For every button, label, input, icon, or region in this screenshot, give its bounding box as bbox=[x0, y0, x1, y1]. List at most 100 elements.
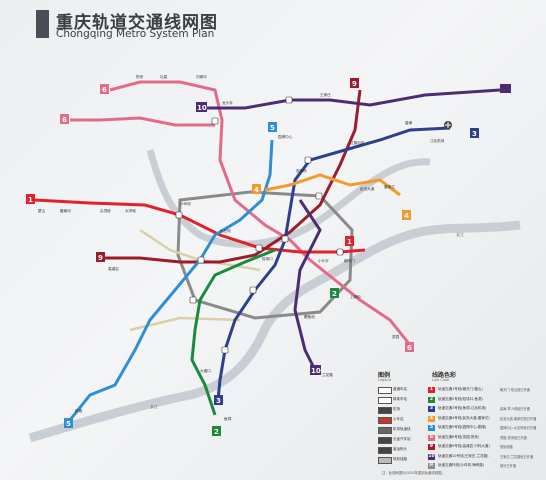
line-1-badge bbox=[26, 194, 35, 204]
svg-text:9: 9 bbox=[352, 80, 357, 88]
legend-line-name: 轨道交通6号线(茶园-悦来) bbox=[438, 434, 480, 439]
line-1[interactable] bbox=[34, 198, 366, 254]
line-9[interactable] bbox=[100, 89, 362, 264]
line-10-badge-3 bbox=[500, 84, 511, 93]
legend-line-name: 轨道交通环线(沙坪坝-海峡路) bbox=[438, 463, 484, 467]
station-markers[interactable] bbox=[175, 96, 344, 354]
line-6-badge bbox=[100, 84, 109, 94]
legend-line-name: 轨道交通9号线(高滩岩-兴科大道) bbox=[438, 444, 490, 448]
transfer-station[interactable] bbox=[221, 346, 229, 354]
station-label: 民安大道 bbox=[360, 186, 375, 191]
line-2-badge bbox=[212, 426, 221, 436]
legend-line-swatch: 5 bbox=[428, 425, 435, 431]
line-4-badge bbox=[252, 184, 261, 194]
legend-symbols-subtitle: Legend bbox=[378, 378, 391, 382]
transfer-station[interactable] bbox=[175, 211, 183, 219]
transfer-station[interactable] bbox=[189, 296, 197, 304]
svg-text:1: 1 bbox=[347, 238, 352, 246]
transfer-station[interactable] bbox=[281, 235, 289, 243]
line-6-badge-3 bbox=[405, 342, 414, 352]
transfer-station[interactable] bbox=[255, 244, 263, 252]
legend-line-swatch: 9 bbox=[428, 444, 435, 450]
legend-symbol-swatch bbox=[378, 437, 392, 444]
legend-line-name: 轨道交通5号线(园博中心-跳磴) bbox=[438, 425, 487, 429]
legend-line-swatch: 1 bbox=[428, 387, 435, 393]
station-label: 璧南河 bbox=[60, 208, 71, 213]
svg-text:10: 10 bbox=[311, 367, 321, 375]
legend-symbol-swatch bbox=[378, 427, 392, 434]
svg-text:6: 6 bbox=[102, 86, 107, 94]
line-2-badge-2 bbox=[330, 288, 339, 298]
station-label: 龙头寺 bbox=[222, 100, 233, 105]
station-label: 江北机场 bbox=[430, 138, 445, 143]
river-jialing bbox=[146, 149, 431, 248]
transfer-station[interactable] bbox=[211, 117, 219, 125]
line-4[interactable] bbox=[264, 173, 401, 197]
station-label: 茶园 bbox=[392, 334, 400, 339]
station-label: 唐家沱 bbox=[384, 184, 395, 189]
station-label: 较场口 bbox=[262, 256, 273, 261]
line-10-badge bbox=[196, 102, 207, 112]
transfer-station[interactable] bbox=[304, 156, 312, 164]
legend-symbol-row: 客运码头 bbox=[378, 446, 418, 454]
station-label: 碧津 bbox=[405, 120, 413, 125]
line-3[interactable] bbox=[216, 126, 451, 401]
line-2[interactable] bbox=[190, 248, 276, 416]
line-planned-a bbox=[139, 228, 261, 272]
legend-symbol-label: 长途汽车站 bbox=[393, 437, 411, 441]
legend-line-note: 部分已开通 bbox=[500, 464, 516, 468]
station-label: 朝天门 bbox=[344, 258, 355, 263]
svg-text:10: 10 bbox=[197, 104, 207, 112]
legend-line-note: 朝天门-璧山段已开通 bbox=[500, 388, 530, 392]
legend-symbol-row: 长途汽车站 bbox=[378, 436, 418, 444]
station-label: 鲤鱼池 bbox=[304, 314, 315, 319]
line-9-badge-2 bbox=[350, 78, 359, 88]
line-10[interactable] bbox=[205, 88, 501, 110]
legend-line-row: 环轨道交通环线(沙坪坝-海峡路)部分已开通 bbox=[428, 462, 540, 470]
svg-text:3: 3 bbox=[216, 397, 221, 405]
legend-symbol-row: 机场 bbox=[378, 406, 418, 414]
legend-symbol-label: 换乘车站 bbox=[393, 397, 407, 401]
line-5[interactable] bbox=[68, 139, 274, 421]
legend-symbol-row: 规划线路 bbox=[378, 456, 418, 464]
legend-symbol-row: 火车站 bbox=[378, 416, 418, 424]
legend-symbol-swatch bbox=[378, 387, 392, 394]
legend-line-note: 碧津-举人坝段已开通 bbox=[500, 407, 530, 411]
legend-line-name: 轨道交通2号线(较场口-鱼洞) bbox=[438, 396, 483, 401]
legend-line-swatch: 6 bbox=[428, 434, 435, 441]
station-label: 大学城 bbox=[125, 208, 136, 213]
legend-symbol-row: 普通车站 bbox=[378, 386, 418, 394]
svg-text:6: 6 bbox=[407, 344, 412, 352]
station-label: 沙坪坝 bbox=[180, 201, 191, 206]
legend-symbol-label: 机场轨道线 bbox=[393, 427, 411, 431]
legend-symbol-label: 规划线路 bbox=[393, 457, 407, 461]
transfer-station[interactable] bbox=[336, 248, 344, 256]
legend-line-swatch: 2 bbox=[428, 396, 435, 403]
legend-line-note: 王家庄-兰花路段已开通 bbox=[500, 454, 534, 459]
legend-line-name: 轨道交通3号线(鱼洞-江北机场) bbox=[438, 406, 487, 410]
svg-text:4: 4 bbox=[404, 212, 409, 220]
svg-text:5: 5 bbox=[66, 420, 71, 428]
station-label: 兰花路 bbox=[322, 372, 333, 377]
transfer-station[interactable] bbox=[315, 192, 323, 200]
station-label: 跳磴 bbox=[75, 408, 83, 413]
transfer-station[interactable] bbox=[249, 286, 257, 294]
legend-symbol-swatch bbox=[378, 447, 392, 454]
station-labels: 悦来 礼嘉 龙头寺 刘家坪 壁山 璧南河 尖顶坡 大学城 江北机场 碧津 红旗河… bbox=[38, 74, 445, 421]
page-title: 重庆轨道交通线网图 bbox=[56, 13, 218, 33]
line-10-south[interactable] bbox=[293, 199, 322, 371]
transfer-station[interactable] bbox=[285, 96, 293, 104]
river-label: 长江 bbox=[456, 231, 464, 237]
legend-symbol-label: 火车站 bbox=[393, 417, 404, 421]
station-label: 园博中心 bbox=[278, 134, 293, 139]
river-yangtze bbox=[28, 220, 521, 443]
legend-line-name: 轨道交通10号线(王家庄-兰花路) bbox=[438, 453, 489, 458]
transfer-station[interactable] bbox=[197, 256, 205, 264]
line-6-branch[interactable] bbox=[70, 116, 215, 127]
legend-line-note: 规划线路 bbox=[500, 445, 513, 449]
